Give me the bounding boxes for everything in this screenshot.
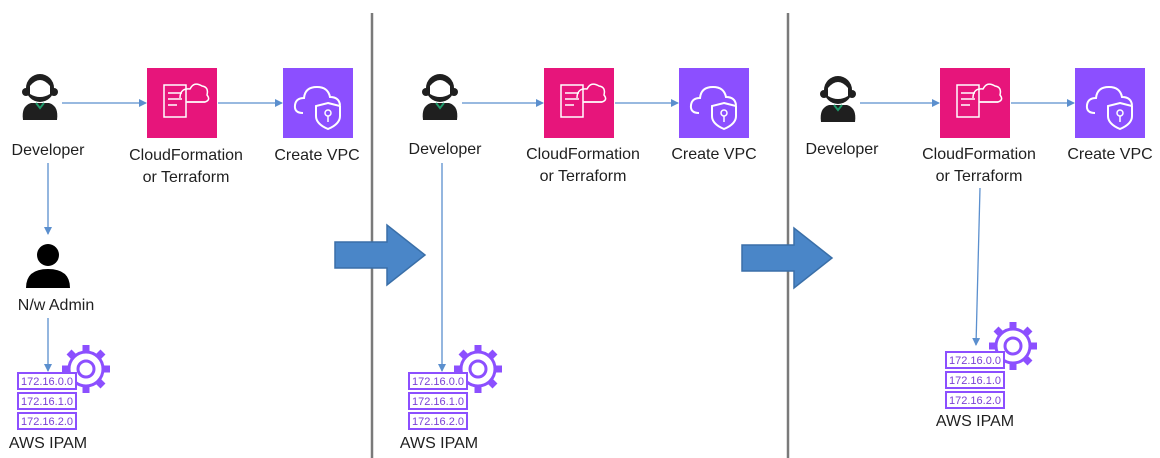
network-admin-label: N/w Admin [17,297,95,314]
cloudformation-label-line1: CloudFormation [526,146,640,163]
vpc-label: Create VPC [1067,146,1153,163]
developer-icon [21,73,59,121]
cloudformation-label-line2: or Terraform [935,168,1023,185]
cloudformation-label: CloudFormation or Terraform [526,144,640,188]
panel-2: 172.16.0.0 172.16.1.0 172.16.2.0 [408,67,750,430]
vpc-label: Create VPC [274,147,360,164]
network-admin-icon [26,244,70,288]
cloudformation-label-line2: or Terraform [539,168,627,185]
developer-icon [421,73,459,121]
ip-block [17,372,77,390]
cloudformation-icon [146,67,218,139]
cloudformation-icon [543,67,615,139]
step-arrow-icon [334,224,426,286]
ip-block [408,412,468,430]
vpc-label: Create VPC [671,146,757,163]
ipam-icon: 172.16.0.0 172.16.1.0 172.16.2.0 [408,372,468,430]
ip-label: 172.16.1.0 [949,375,1001,387]
ip-block [408,392,468,410]
ip-label: 172.16.1.0 [412,396,464,408]
cloudformation-label-line2: or Terraform [142,169,230,186]
ip-label: 172.16.0.0 [21,376,73,388]
developer-label: Developer [11,142,85,159]
ip-label: 172.16.1.0 [21,396,73,408]
cloudformation-label-line1: CloudFormation [922,146,1036,163]
cloudformation-label: CloudFormation or Terraform [129,145,243,189]
ip-label: 172.16.0.0 [412,376,464,388]
ip-block [945,371,1005,389]
ip-block [17,412,77,430]
ipam-label: AWS IPAM [8,435,88,452]
panel-3: 172.16.0.0 172.16.1.0 172.16.2.0 [819,67,1146,409]
ipam-icon: 172.16.0.0 172.16.1.0 172.16.2.0 [17,372,77,430]
ip-block [408,372,468,390]
vpc-icon [282,67,354,139]
ip-label: 172.16.2.0 [21,416,73,428]
developer-icon [819,75,857,123]
ip-block [945,391,1005,409]
cloudformation-label-line1: CloudFormation [129,147,243,164]
connector-arrow [972,187,981,346]
ip-label: 172.16.0.0 [949,355,1001,367]
cloudformation-label: CloudFormation or Terraform [922,144,1036,188]
developer-label: Developer [408,141,482,158]
ip-label: 172.16.2.0 [949,395,1001,407]
ip-label: 172.16.2.0 [412,416,464,428]
ipam-label: AWS IPAM [935,413,1015,430]
panel-1: 172.16.0.0 172.16.1.0 172.16.2.0 [17,67,354,430]
ipam-label: AWS IPAM [399,435,479,452]
ip-block [945,351,1005,369]
vpc-icon [1074,67,1146,139]
cloudformation-icon [939,67,1011,139]
ipam-icon: 172.16.0.0 172.16.1.0 172.16.2.0 [945,351,1005,409]
vpc-icon [678,67,750,139]
developer-label: Developer [805,141,879,158]
ip-block [17,392,77,410]
